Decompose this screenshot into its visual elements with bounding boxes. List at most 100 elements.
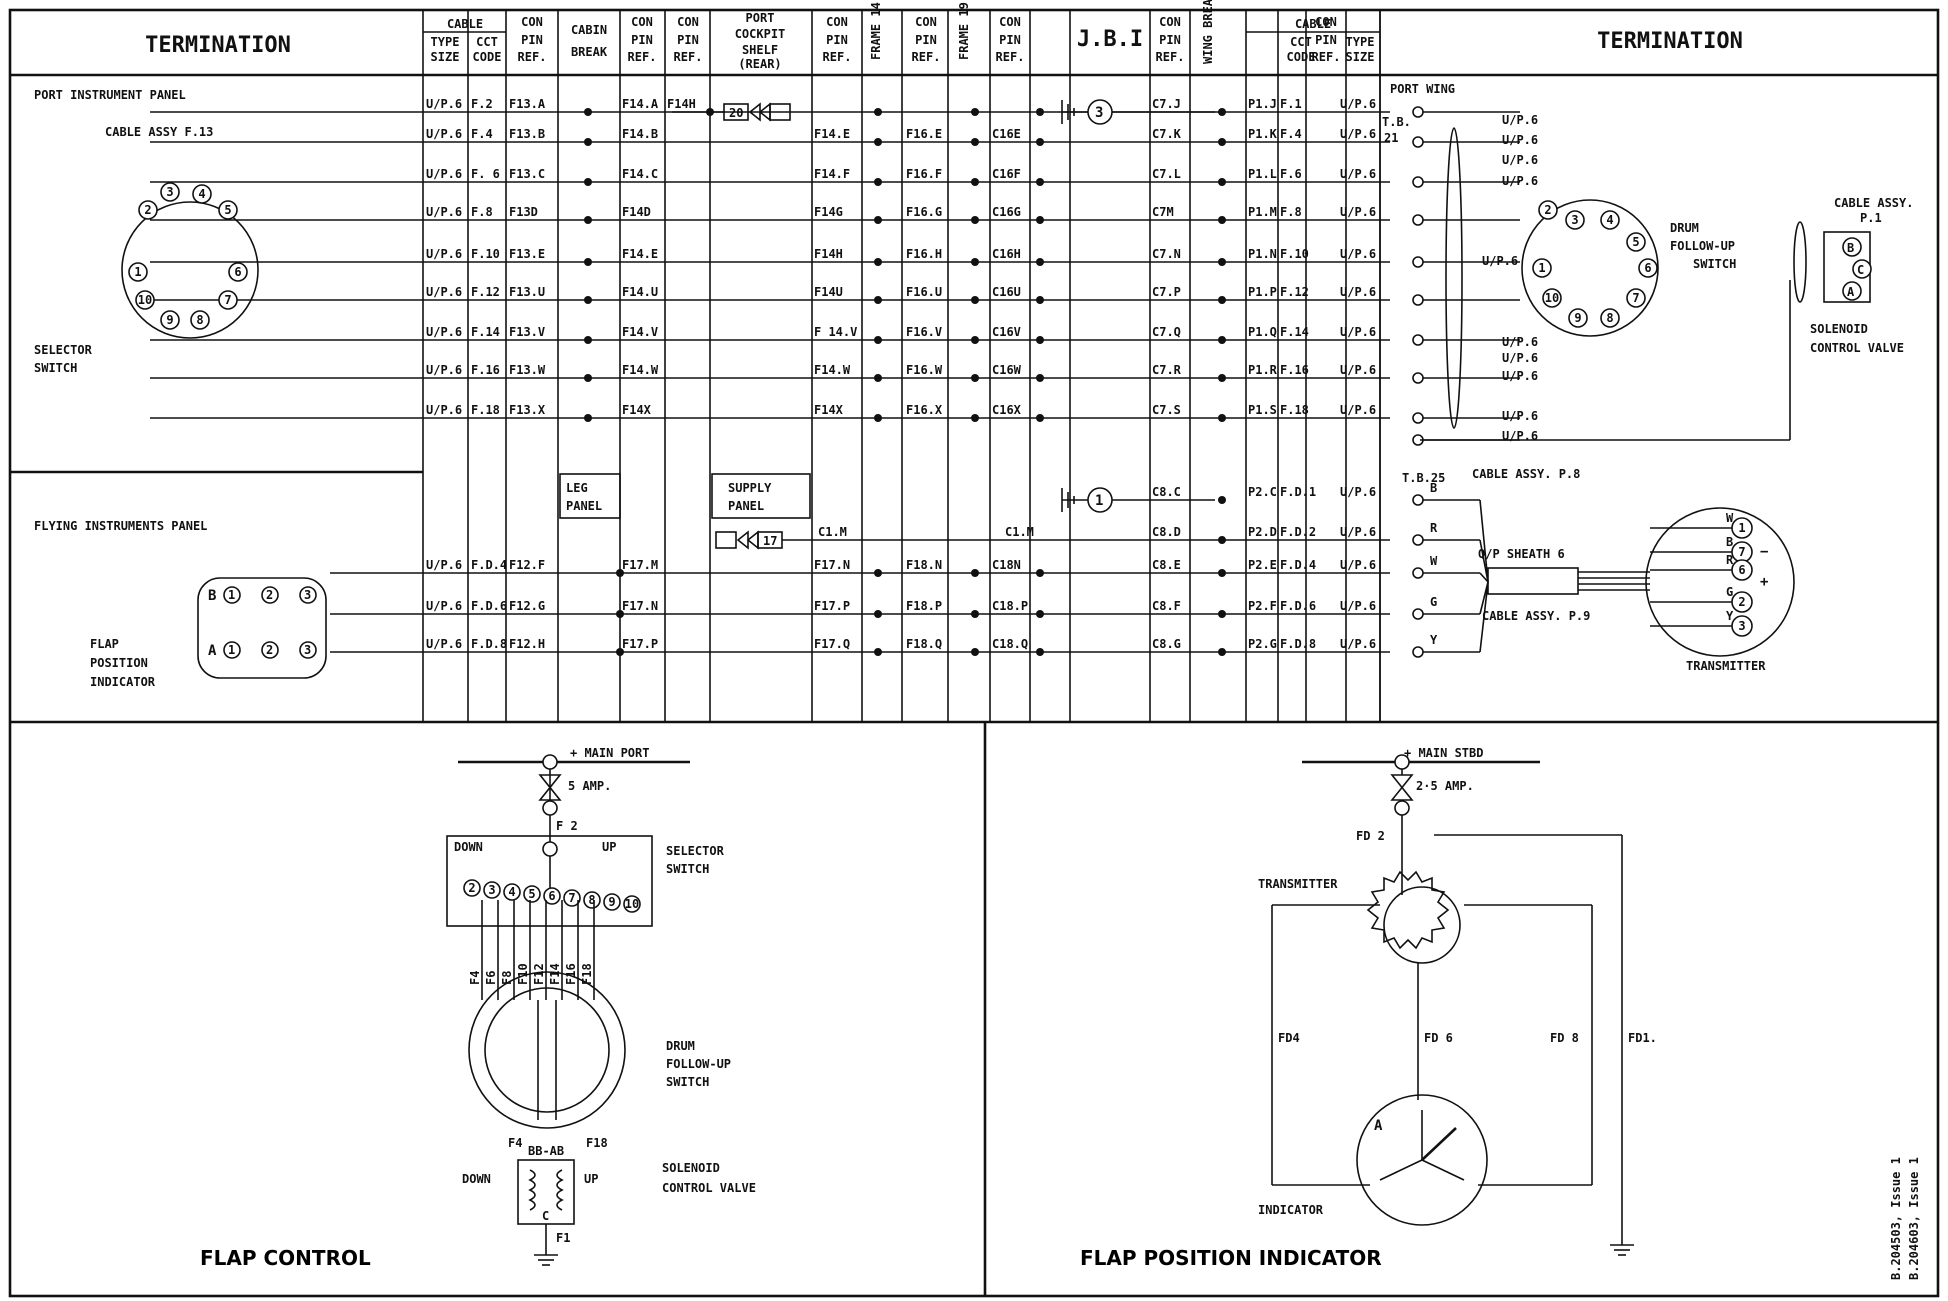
cell-pin: P1.Q [1248,325,1277,339]
svg-text:F 2: F 2 [556,819,578,833]
fc-selector-pin-number: 7 [568,891,575,905]
cell-type2: U/P.6 [1340,205,1376,219]
cell-con2: F14.E [622,247,658,261]
cell-con2: F17.P [622,637,658,651]
cell-frame-con2: F16.F [906,167,942,181]
fc-selector-pin-number: 5 [528,887,535,901]
flap-control-caption: FLAP CONTROL [200,1246,371,1270]
indicator-schematic-label: INDICATOR [1258,1203,1324,1217]
hdr-ref: REF. [1312,50,1341,64]
cell-type2: U/P.6 [1340,167,1376,181]
hdr-cabin: CABIN [571,23,607,37]
hdr-pin: PIN [1315,33,1337,47]
svg-text:SOLENOID: SOLENOID [662,1161,720,1175]
solenoid-valve-connector: B C A [1823,231,1872,303]
transmitter-wire-letter: B [1726,535,1733,549]
splice-dot [1218,496,1226,504]
cell-con1: F12.H [509,637,545,651]
cell-type2: U/P.6 [1340,525,1376,539]
splice-dot [616,648,624,656]
cell-cct: F.4 [471,127,493,141]
hdr-pin: PIN [999,33,1021,47]
transmitter-pin-number: 2 [1738,595,1745,609]
hdr-pin: PIN [1159,33,1181,47]
cell-cct: F.16 [471,363,500,377]
cell-frame-con2: F16.G [906,205,942,219]
tb25-label: T.B.25 [1402,471,1445,485]
splice-dot [1218,414,1226,422]
drum-pin-number: 6 [1644,261,1651,275]
cell-type: U/P.6 [426,247,462,261]
cell-con1: F12.F [509,558,545,572]
svg-text:CONTROL VALVE: CONTROL VALVE [662,1181,756,1195]
flap-position-indicator-caption: FLAP POSITION INDICATOR [1080,1246,1382,1270]
svg-text:B: B [1847,241,1854,255]
cell-frame-con3: C16X [992,403,1022,417]
wire-label: U/P.6 [1502,133,1538,147]
cell-pin: P1.M [1248,205,1277,219]
wire-label: U/P.6 [1502,174,1538,188]
fc-wire-label: F10 [516,963,530,985]
cell-type2: U/P.6 [1340,485,1376,499]
cell-jbi-con: C7.N [1152,247,1181,261]
splice-dot [874,610,882,618]
flap-control-schematic: + MAIN PORT 5 AMP. F 2 DOWN UP SELECTOR … [200,746,756,1270]
hdr-jbi: J.B.I [1077,27,1143,52]
svg-text:SUPPLY: SUPPLY [728,481,772,495]
wire-label: U/P.6 [1502,113,1538,127]
splice-dot [1036,108,1044,116]
fc-wire-label: F14 [548,963,562,985]
wire-label: U/P.6 [1502,369,1538,383]
leg-panel-box: LEG PANEL [559,473,621,519]
cell-type2: U/P.6 [1340,637,1376,651]
cell-frame-con2: F16.H [906,247,942,261]
fc-wire-label: F4 [468,971,482,985]
svg-text:UP: UP [602,840,616,854]
selector-pin-number: 3 [166,185,173,199]
splice-dot [584,108,592,116]
cell-cct: F.18 [471,403,500,417]
svg-text:SELECTOR: SELECTOR [666,844,725,858]
cell-cct: F.2 [471,97,493,111]
splice-dot [971,138,979,146]
cell-frame-con2: F16.W [906,363,943,377]
cable-assy-p1-num: P.1 [1860,211,1882,225]
cell-con3: F14H [667,97,696,111]
cell-frame-con1: F14.E [814,127,850,141]
svg-text:A: A [1374,1118,1383,1134]
fuse-17: 17 [715,530,815,550]
indicator-pin-a: A [208,643,217,659]
svg-text:3: 3 [1095,105,1103,121]
svg-text:20: 20 [729,106,743,120]
cell-frame-con1: F14H [814,247,843,261]
hdr-con: CON [826,15,848,29]
splice-dot [1218,178,1226,186]
hdr-type-r: TYPE [1346,35,1375,49]
selector-pin [128,262,148,282]
op-sheath [1487,567,1579,595]
cell-type: U/P.6 [426,558,462,572]
drum-pin-number: 5 [1632,235,1639,249]
svg-text:SWITCH: SWITCH [666,862,709,876]
hdr-ref: REF. [1156,50,1185,64]
svg-text:DRUM: DRUM [666,1039,695,1053]
transmitter-pin-number: 3 [1738,619,1745,633]
hdr-ref: REF. [996,50,1025,64]
transmitter-schematic-label: TRANSMITTER [1258,877,1338,891]
cell-type2: U/P.6 [1340,285,1376,299]
port-wing-label: PORT WING [1390,82,1455,96]
selector-pin [228,262,248,282]
cable-assy-p9-label: CABLE ASSY. P.9 [1482,609,1590,623]
cell-type: U/P.6 [426,167,462,181]
cell-type2: U/P.6 [1340,599,1376,613]
cell-con1: F13.E [509,247,545,261]
hdr-break: BREAK [571,45,608,59]
main-stbd-label: + MAIN STBD [1404,746,1483,760]
cell-con1: F13.C [509,167,545,181]
splice-dot [874,336,882,344]
selector-pin [190,310,210,330]
terminal [1412,106,1424,118]
cell-frame-con3: C18.Q [992,637,1028,651]
splice-dot [584,258,592,266]
